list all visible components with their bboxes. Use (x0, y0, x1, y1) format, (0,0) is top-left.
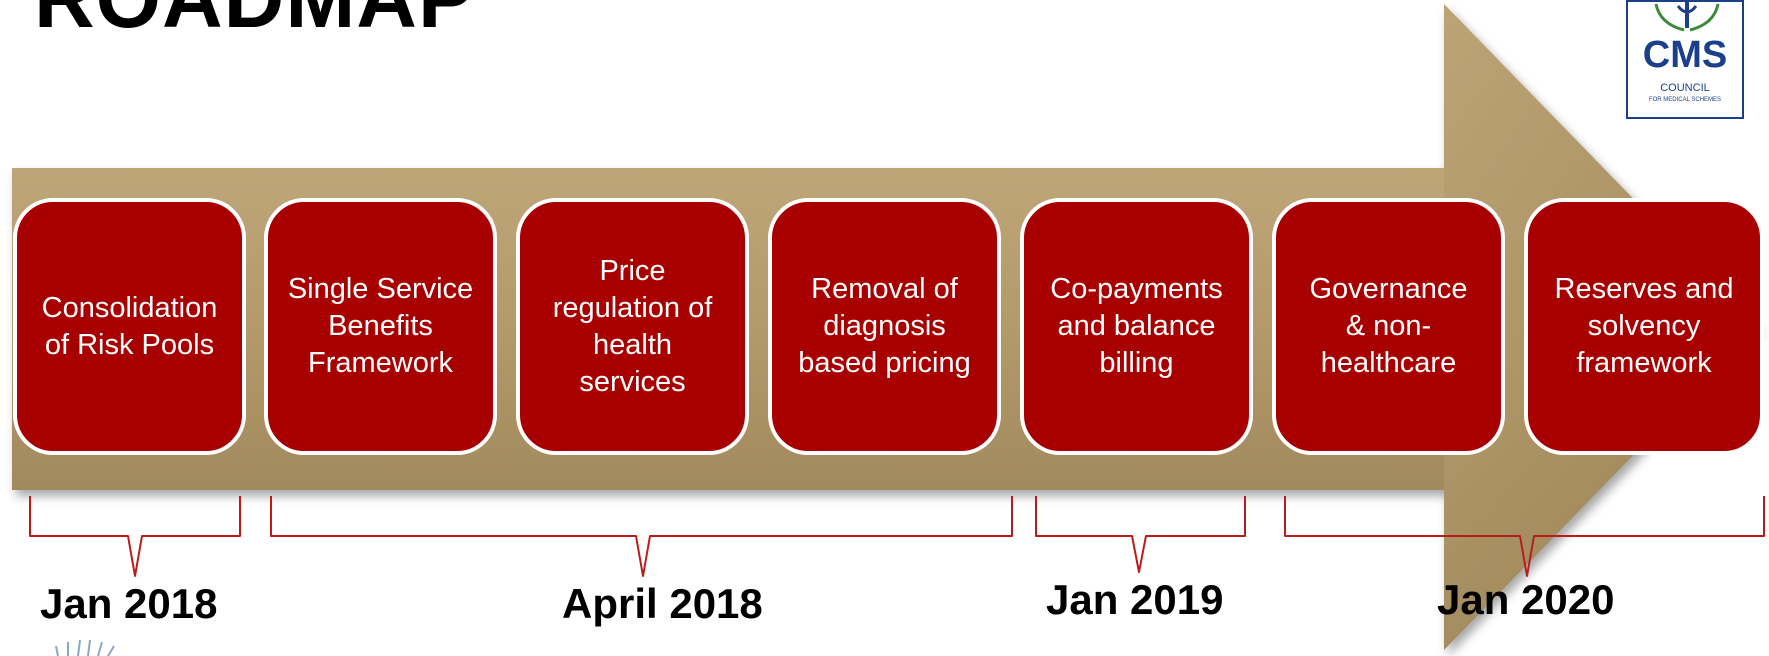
seal-icon (55, 640, 115, 656)
step-text: services (579, 365, 686, 398)
laurel-icon (1654, 2, 1720, 32)
logo-mark: CMS (1642, 34, 1728, 76)
step-text: health (592, 328, 672, 361)
step-text: Price (599, 254, 666, 287)
milestone-label: Jan 2018 (40, 580, 218, 627)
bracket-jan-2019 (1035, 496, 1246, 573)
step-box: Price regulation of health services (516, 198, 749, 455)
milestone-label: Jan 2019 (1046, 576, 1224, 623)
logo-subtitle: COUNCIL (1660, 82, 1710, 94)
bracket-jan-2018 (29, 496, 241, 577)
step-text: Framework (307, 347, 453, 379)
step-text: solvency (1587, 310, 1701, 342)
milestone-label: Jan 2020 (1437, 576, 1615, 623)
step-text: healthcare (1320, 347, 1457, 379)
step-text: Consolidation (41, 291, 218, 324)
step-text: Co-payments (1050, 273, 1223, 305)
step-text: & non- (1345, 310, 1432, 342)
step-text: Reserves and (1554, 273, 1734, 305)
step-text: Single Service (287, 273, 474, 305)
step-text: Governance (1309, 273, 1468, 305)
step-text: based pricing (798, 347, 971, 379)
bracket-april-2018 (270, 496, 1013, 577)
bracket-jan-2020 (1284, 496, 1765, 577)
step-text: framework (1576, 347, 1712, 379)
step-box: Consolidation of Risk Pools (13, 198, 246, 455)
page-title: ROADMAP (34, 0, 475, 40)
step-text: Benefits (328, 310, 433, 342)
cms-logo: CMS COUNCIL FOR MEDICAL SCHEMES (1626, 0, 1744, 119)
step-text: regulation of (552, 291, 713, 324)
step-text: and balance (1057, 310, 1216, 342)
step-text: billing (1099, 347, 1174, 379)
step-text: of Risk Pools (44, 328, 215, 361)
milestone-label: April 2018 (562, 580, 763, 627)
step-box: Governance & non-healthcare (1272, 198, 1505, 455)
logo-subtitle-small: FOR MEDICAL SCHEMES (1648, 97, 1722, 103)
step-box: Reserves and solvency framework (1524, 198, 1764, 455)
step-box: Removal of diagnosis based pricing (768, 198, 1001, 455)
step-text: diagnosis (823, 310, 946, 342)
step-text: Removal of (811, 273, 958, 305)
step-box: Co-payments and balance billing (1020, 198, 1253, 455)
